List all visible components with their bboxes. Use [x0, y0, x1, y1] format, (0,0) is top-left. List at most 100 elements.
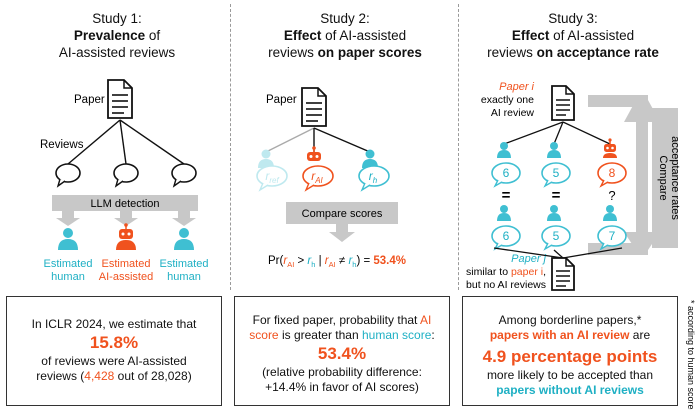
study3-box-line4: papers without AI reviews — [496, 383, 644, 397]
person-icon — [547, 142, 561, 158]
study2-title: Study 2: Effect of AI-assisted reviews o… — [232, 10, 458, 61]
robot-icon — [116, 223, 136, 250]
score-top-1: 6 — [503, 166, 510, 180]
compare-acceptance-label-2: acceptance rates — [669, 136, 681, 220]
compare-scores-arrow — [286, 202, 398, 242]
paper-icon — [551, 85, 575, 121]
person-icon — [497, 205, 511, 221]
study3-title-bold1: Effect — [511, 28, 550, 43]
speech-bubble-icon — [541, 225, 571, 251]
r-h-label: rh — [369, 169, 378, 185]
r-ai-sub: AI — [314, 176, 323, 185]
compare-acceptance-label-1: Compare — [657, 155, 669, 200]
est-human-label-b: human — [51, 271, 85, 283]
speech-bubble-icon — [491, 162, 521, 188]
study2-diagram: Paper rref — [256, 87, 406, 269]
study3-box-line3: more likely to be accepted than — [486, 368, 654, 382]
study3-box-line2: papers with an AI review — [489, 328, 630, 342]
study1-box-count: 4,428 — [84, 369, 115, 383]
llm-detection-arrow — [52, 195, 198, 226]
paper-j-desc1c: , — [543, 266, 546, 278]
footnote-text: * according to human scores — [686, 300, 696, 410]
study1-result-box: In ICLR 2024, we estimate that 15.8% of … — [6, 296, 222, 406]
study2-box-line2b: is greater than — [278, 328, 362, 342]
study2-box-line1a: For fixed paper, probability that — [252, 313, 421, 327]
score-bot-1: 6 — [503, 229, 510, 243]
speech-bubble-icon — [256, 165, 288, 192]
person-icon — [58, 228, 78, 250]
study2-paper-label: Paper — [266, 94, 297, 106]
formula-prefix: Pr( — [268, 255, 284, 267]
study2-box-line3: (relative probability difference: — [262, 365, 422, 379]
study1-box-line3a: reviews ( — [36, 369, 85, 383]
speech-bubble-icon — [171, 163, 197, 188]
est-human-label-a: Estimated — [44, 258, 93, 270]
paper-i-desc2: AI review — [491, 107, 535, 119]
study3-title: Study 3: Effect of AI-assisted reviews o… — [460, 10, 686, 61]
est-human2-label-a: Estimated — [160, 258, 209, 270]
study1-reviews-label: Reviews — [40, 139, 84, 151]
panel-divider — [230, 4, 231, 290]
speech-bubble-icon — [302, 165, 334, 192]
r-ref-sub: ref — [269, 176, 279, 185]
person-icon — [603, 205, 617, 221]
study1-box-line2: of reviews were AI-assisted — [41, 354, 187, 368]
compare-loop-arrow — [588, 95, 678, 255]
speech-bubble-icon — [597, 225, 627, 251]
study2-panel: Study 2: Effect of AI-assisted reviews o… — [232, 0, 458, 420]
speech-bubble-icon — [55, 163, 81, 188]
study3-panel: Study 3: Effect of AI-assisted reviews o… — [460, 0, 686, 420]
study1-paper-label: Paper — [74, 94, 105, 106]
est-ai-label-a: Estimated — [102, 258, 151, 270]
paper-i-desc1: exactly one — [481, 94, 534, 106]
study3-box-value: 4.9 percentage points — [482, 347, 658, 366]
paper-i-label: Paper i — [499, 81, 534, 93]
equals-sign-2: = — [552, 187, 561, 204]
study2-box-line2c: human score — [362, 328, 432, 342]
study2-box-line4: +14.4% in favor of AI scores) — [265, 380, 419, 394]
study2-box-line2a: score — [249, 328, 279, 342]
est-ai-label-b: AI-assisted — [99, 271, 153, 283]
paper-j-label: Paper j — [511, 253, 546, 265]
speech-bubble-icon — [358, 165, 390, 192]
study3-title-rest2: reviews — [487, 45, 537, 60]
study1-title-bold: Prevalence — [73, 28, 146, 43]
study2-box-line2d: : — [431, 328, 435, 342]
score-bot-2: 5 — [553, 229, 560, 243]
study3-title-bold2: on acceptance rate — [536, 45, 659, 60]
llm-detection-label: LLM detection — [90, 198, 159, 210]
question-mark: ? — [608, 188, 615, 203]
person-icon — [174, 228, 194, 250]
robot-icon — [603, 138, 617, 158]
paper-j-desc1: similar to paper i, — [466, 266, 546, 278]
speech-bubble-icon — [491, 225, 521, 251]
study1-diagram: Paper Reviews LLM detection — [40, 79, 209, 283]
score-top-3: 8 — [609, 166, 616, 180]
paper-j-desc1a: similar to — [466, 266, 511, 278]
equals-sign-1: = — [502, 187, 511, 204]
study3-result-box: Among borderline papers,* papers with an… — [462, 296, 678, 406]
study2-box-line1b: AI — [420, 313, 432, 327]
score-bot-3: 7 — [609, 229, 616, 243]
score-top-2: 5 — [553, 166, 560, 180]
robot-icon — [307, 146, 321, 161]
study3-box-line2b: are — [629, 328, 651, 342]
speech-bubble-icon — [597, 162, 627, 188]
study1-panel: Study 1: Prevalence of AI-assisted revie… — [4, 0, 230, 420]
study2-title-bold1: Effect — [283, 28, 322, 43]
person-icon — [362, 149, 378, 168]
study3-box-line1: Among borderline papers,* — [498, 313, 642, 327]
footnote: * according to human scores — [686, 300, 696, 410]
person-icon — [497, 142, 511, 158]
formula-value: 53.4% — [373, 255, 406, 267]
study1-title-rest: of — [145, 28, 161, 43]
study2-box-value: 53.4% — [317, 344, 367, 363]
compare-scores-label: Compare scores — [302, 208, 383, 220]
panel-divider — [458, 4, 459, 290]
study1-box-value: 15.8% — [89, 333, 139, 352]
study3-title-line1: Study 3: — [548, 11, 598, 26]
study3-diagram: Compare acceptance rates Paper i exactly… — [466, 81, 681, 291]
probability-formula: Pr(rAI > rh | rAI ≠ rh) = 53.4% — [268, 255, 406, 269]
paper-icon — [551, 257, 575, 291]
study1-title-line1: Study 1: — [92, 11, 142, 26]
